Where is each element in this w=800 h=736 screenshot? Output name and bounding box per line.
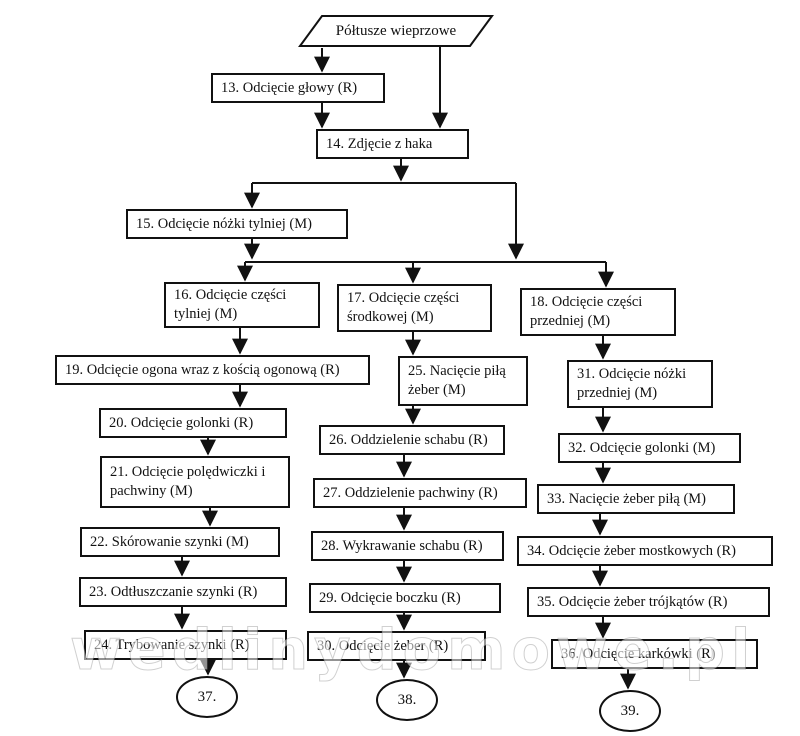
step-18-box: 18. Odcięcie części przedniej (M): [520, 288, 676, 336]
end-node-37: 37.: [176, 676, 238, 718]
step-35-box: 35. Odcięcie żeber trójkątów (R): [527, 587, 770, 617]
step-28-box: 28. Wykrawanie schabu (R): [311, 531, 504, 561]
step-24-box: 24. Trybowanie szynki (R): [84, 630, 287, 660]
end-node-38: 38.: [376, 679, 438, 721]
step-29-box: 29. Odcięcie boczku (R): [309, 583, 501, 613]
step-22-box: 22. Skórowanie szynki (M): [80, 527, 280, 557]
step-27-box: 27. Oddzielenie pachwiny (R): [313, 478, 527, 508]
end-node-39: 39.: [599, 690, 661, 732]
step-36-box: 36. Odcięcie karkówki (R): [551, 639, 758, 669]
step-13-box: 13. Odcięcie głowy (R): [211, 73, 385, 103]
step-26-box: 26. Oddzielenie schabu (R): [319, 425, 505, 455]
start-node-label: Półtusze wieprzowe: [335, 22, 457, 39]
step-21-box: 21. Odcięcie polędwiczki i pachwiny (M): [100, 456, 290, 508]
step-31-box: 31. Odcięcie nóżki przedniej (M): [567, 360, 713, 408]
start-parallelogram-shape: [298, 15, 494, 47]
step-17-box: 17. Odcięcie części środkowej (M): [337, 284, 492, 332]
step-33-box: 33. Nacięcie żeber piłą (M): [537, 484, 735, 514]
step-15-box: 15. Odcięcie nóżki tylniej (M): [126, 209, 348, 239]
step-32-box: 32. Odcięcie golonki (M): [558, 433, 741, 463]
step-34-box: 34. Odcięcie żeber mostkowych (R): [517, 536, 773, 566]
step-16-box: 16. Odcięcie części tylniej (M): [164, 282, 320, 328]
step-30-box: 30. Odcięcie żeber (R): [307, 631, 486, 661]
step-19-box: 19. Odcięcie ogona wraz z kością ogonową…: [55, 355, 370, 385]
step-20-box: 20. Odcięcie golonki (R): [99, 408, 287, 438]
step-23-box: 23. Odtłuszczanie szynki (R): [79, 577, 287, 607]
step-14-box: 14. Zdjęcie z haka: [316, 129, 469, 159]
step-25-box: 25. Nacięcie piłą żeber (M): [398, 356, 528, 406]
